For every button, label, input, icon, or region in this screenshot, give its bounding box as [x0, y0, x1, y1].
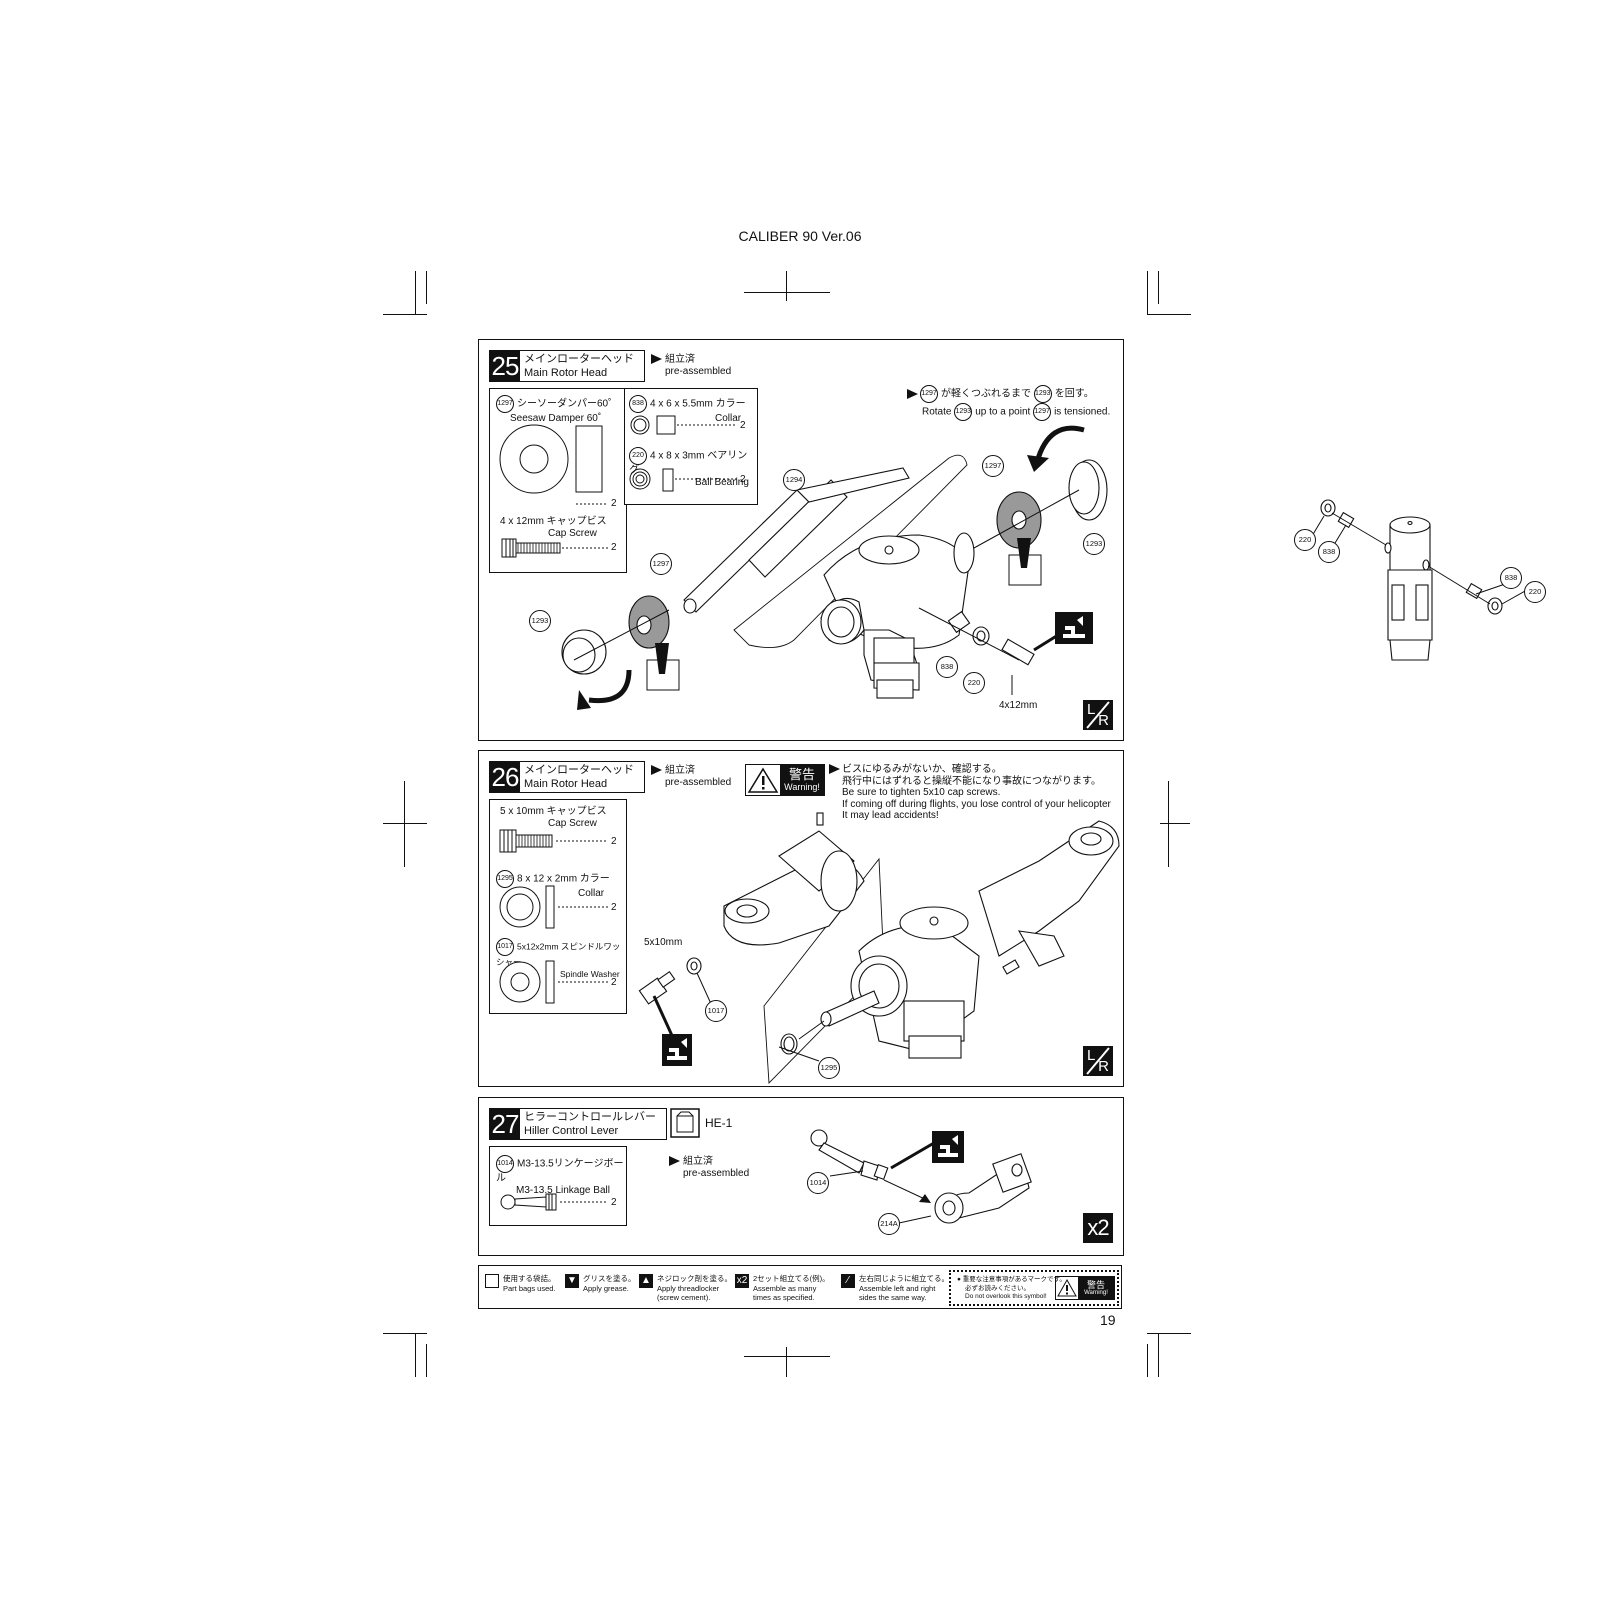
threadlocker-icon: [1055, 612, 1093, 644]
legend-lr: 左右同じように組立てる。 Assemble left and right sid…: [859, 1274, 949, 1302]
rotor-head-assembly-drawing: [561, 425, 1108, 710]
step-title-en: Hiller Control Lever: [524, 1125, 619, 1137]
callout-1014: 1014: [807, 1172, 829, 1194]
page-number: 19: [1100, 1312, 1116, 1328]
step-title-jp: メインローターヘッド: [524, 353, 634, 365]
qty-838: 2: [740, 420, 746, 431]
step-27-panel: 27 ヒラーコントロールレバー Hiller Control Lever HE-…: [478, 1097, 1124, 1256]
arrow-right-icon: [669, 1156, 680, 1167]
step-number: 27: [490, 1109, 520, 1139]
step-27-header: 27 ヒラーコントロールレバー Hiller Control Lever: [489, 1108, 667, 1140]
callout-220: 220: [1294, 529, 1316, 551]
linkage-ball-drawing: [500, 1193, 608, 1211]
pre-assembled-note: 組立済 pre-assembled: [669, 1156, 749, 1180]
parts-drawings: [499, 829, 608, 1004]
bag-icon: [670, 1108, 700, 1138]
qty-1297: 2: [611, 498, 617, 509]
cap-screw-drawing: [501, 538, 608, 558]
warning-triangle-icon: [1057, 1278, 1077, 1297]
callout-838: 838: [1500, 567, 1522, 589]
pre-assembled-note: 組立済 pre-assembled: [651, 354, 731, 378]
step-26-header: 26 メインローターヘッド Main Rotor Head: [489, 761, 645, 793]
side-assembly-diagram: [1311, 499, 1526, 661]
step-25-header: 25 メインローターヘッド Main Rotor Head: [489, 350, 645, 382]
qty-1014: 2: [611, 1197, 617, 1208]
qty-screw: 2: [611, 542, 617, 553]
step-title-jp: ヒラーコントロールレバー: [524, 1111, 656, 1123]
callout-1297: 1297: [982, 455, 1004, 477]
callout-1297: 1297: [650, 553, 672, 575]
warning-triangle-icon: [747, 767, 779, 793]
qty-220: 2: [740, 474, 746, 485]
callout-838: 838: [936, 656, 958, 678]
screw-size-label: 5x10mm: [644, 937, 683, 948]
threadlocker-icon: ▲: [639, 1274, 653, 1288]
step-26-panel: 26 メインローターヘッド Main Rotor Head 組立済 pre-as…: [478, 750, 1124, 1087]
step-title-en: Main Rotor Head: [524, 778, 608, 790]
part-screw-title: 5 x 10mm キャップビス Cap Screw: [500, 806, 607, 829]
arrow-right-icon: [651, 765, 662, 776]
collar-838-drawing: [629, 415, 737, 492]
warning-badge: 警告 Warning!: [745, 764, 825, 796]
qty-1017: 2: [611, 977, 617, 988]
step-title-en: Main Rotor Head: [524, 367, 608, 379]
qty-screw: 2: [611, 836, 617, 847]
hiller-lever-drawing: [810, 1129, 1032, 1224]
seesaw-damper-drawing: [499, 424, 608, 505]
legend-grease: グリスを塗る。 Apply grease.: [583, 1274, 636, 1293]
callout-1294: 1294: [783, 469, 805, 491]
part-screw-title: 4 x 12mm キャップビス Cap Screw: [500, 516, 607, 539]
document-title: CALIBER 90 Ver.06: [738, 228, 862, 244]
arrow-right-icon: [829, 764, 840, 775]
rotor-head-grips-drawing: [638, 812, 1120, 1085]
step-number: 26: [490, 762, 520, 792]
qty-1295: 2: [611, 902, 617, 913]
screw-size-label: 4x12mm: [999, 700, 1038, 711]
symbol-legend: 使用する袋詰。 Part bags used. ▼ グリスを塗る。 Apply …: [478, 1265, 1122, 1309]
bag-label: HE-1: [705, 1116, 733, 1130]
callout-1017: 1017: [705, 1000, 727, 1022]
callout-1295: 1295: [818, 1057, 840, 1079]
callout-1293: 1293: [529, 610, 551, 632]
warning-text: ビスにゆるみがないか、確認する。 飛行中にはずれると操縦不能になり事故につながり…: [829, 764, 1111, 822]
threadlocker-icon: [932, 1131, 964, 1163]
legend-bag: 使用する袋詰。 Part bags used.: [503, 1274, 556, 1293]
legend-warning: ● 重要な注意事項があるマークです。 必ずお読みください。 Do not ove…: [949, 1270, 1119, 1306]
callout-838: 838: [1318, 541, 1340, 563]
times-two-icon: x2: [1083, 1213, 1113, 1243]
step-25-panel: 25 メインローターヘッド Main Rotor Head 組立済 pre-as…: [478, 339, 1124, 741]
legend-threadlock: ネジロック剤を塗る。 Apply threadlocker (screw cem…: [657, 1274, 732, 1302]
legend-times: 2セット組立てる(例)。 Assemble as many times as s…: [753, 1274, 830, 1302]
grease-icon: ▼: [565, 1274, 579, 1288]
callout-220: 220: [963, 672, 985, 694]
bag-icon: [485, 1274, 499, 1288]
callout-214a: 214A: [878, 1213, 900, 1235]
left-right-icon: ⁄: [841, 1274, 855, 1288]
pre-assembled-note: 組立済 pre-assembled: [651, 765, 731, 789]
callout-1293: 1293: [1083, 533, 1105, 555]
times-icon: x2: [735, 1274, 749, 1288]
step-title-jp: メインローターヘッド: [524, 764, 634, 776]
step-number: 25: [490, 351, 520, 381]
arrow-right-icon: [907, 389, 918, 399]
arrow-right-icon: [651, 354, 662, 365]
threadlocker-icon: [662, 1034, 692, 1066]
callout-220: 220: [1524, 581, 1546, 603]
